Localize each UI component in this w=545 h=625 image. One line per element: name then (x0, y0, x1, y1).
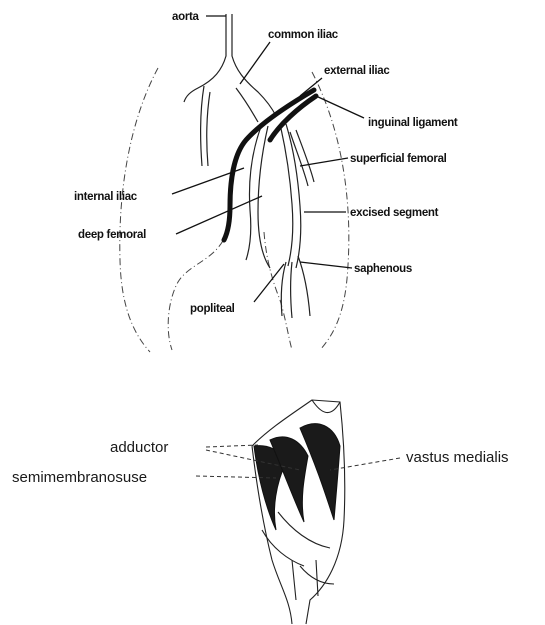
leader-inguinal-ligament (316, 96, 364, 118)
label-common-iliac: common iliac (268, 29, 339, 41)
label-superficial-femoral: superficial femoral (350, 153, 447, 165)
vastus-band (300, 424, 340, 520)
aorta-vessel (184, 14, 226, 102)
label-semimembranosuse: semimembranosuse (12, 469, 147, 486)
vascular-diagram: aorta common iliac external iliac inguin… (74, 11, 458, 352)
leader-saphenous (300, 262, 352, 268)
popliteal-vessels (281, 256, 310, 318)
leader-adductor (206, 445, 258, 447)
left-leg-outline (168, 228, 228, 350)
muscle-diagram: adductor semimembranosuse vastus mediali… (12, 400, 509, 624)
label-vastus-medialis: vastus medialis (406, 449, 509, 466)
leader-popliteal (254, 264, 284, 302)
label-external-iliac: external iliac (324, 65, 390, 77)
label-internal-iliac: internal iliac (74, 191, 138, 203)
leader-deep-femoral (176, 196, 262, 234)
muscle-lines (262, 512, 334, 600)
label-aorta: aorta (172, 11, 200, 23)
label-deep-femoral: deep femoral (78, 229, 146, 241)
leader-vastus-medialis (330, 458, 400, 470)
left-limb-vessels (246, 124, 270, 268)
left-common-iliac (201, 86, 210, 166)
leader-common-iliac (240, 42, 270, 84)
label-inguinal-ligament: inguinal ligament (368, 117, 458, 129)
label-popliteal: popliteal (190, 303, 235, 315)
body-outline-left (120, 68, 158, 352)
label-saphenous: saphenous (354, 263, 412, 275)
right-limb-vessels (280, 124, 301, 268)
right-common-iliac (236, 88, 258, 122)
body-outline-right (312, 72, 349, 350)
label-adductor: adductor (110, 439, 168, 456)
right-leg-outline (264, 232, 292, 350)
label-excised-segment: excised segment (350, 207, 439, 219)
